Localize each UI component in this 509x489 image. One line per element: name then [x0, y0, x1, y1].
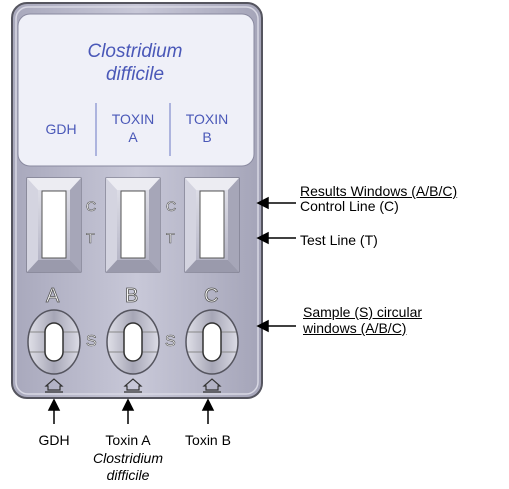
well-marker-icon	[123, 378, 143, 393]
callout-results-windows: Results Windows (A/B/C)	[300, 183, 458, 199]
callout-sample-line2: windows (A/B/C)	[303, 320, 407, 336]
results-window-a	[26, 177, 82, 273]
sample-well-b	[106, 309, 160, 375]
arrow-up-toxin-a	[121, 398, 135, 424]
arrow-up-toxin-b	[201, 398, 215, 424]
organism-name: Clostridium difficile	[87, 41, 183, 85]
sample-mark: S	[165, 333, 176, 350]
control-mark: C	[86, 198, 97, 215]
sample-well-a	[27, 309, 81, 375]
label-toxin-a: Toxin A	[105, 432, 151, 448]
sample-letter-a: A	[46, 285, 60, 308]
well-marker-icon	[44, 378, 64, 393]
label-toxin-b: Toxin B	[185, 432, 231, 448]
sample-letter-c: C	[204, 285, 219, 308]
column-header-gdh: GDH	[45, 121, 77, 137]
test-mark: T	[166, 230, 175, 247]
sample-letter-b: B	[125, 285, 139, 308]
label-gdh: GDH	[38, 432, 70, 448]
arrow-control-line	[256, 196, 296, 210]
label-organism-line2: difficile	[106, 467, 150, 483]
label-organism-line1: Clostridium	[92, 450, 163, 466]
sample-mark: S	[86, 333, 97, 350]
callout-control-line: Control Line (C)	[300, 198, 399, 214]
column-header-toxin-b: TOXIN B	[185, 111, 229, 145]
callout-test-line: Test Line (T)	[300, 232, 378, 248]
arrow-up-gdh	[47, 398, 61, 424]
test-mark: T	[86, 230, 95, 247]
results-window-b	[105, 177, 161, 273]
label-panel	[17, 13, 255, 167]
column-header-toxin-a: TOXIN A	[111, 111, 155, 145]
callout-sample-line1: Sample (S) circular	[303, 304, 423, 320]
well-marker-icon	[202, 378, 222, 393]
sample-well-c	[185, 309, 239, 375]
results-window-c	[184, 177, 240, 273]
control-mark: C	[166, 198, 177, 215]
arrow-sample-windows	[256, 319, 296, 333]
arrow-test-line	[256, 231, 296, 245]
